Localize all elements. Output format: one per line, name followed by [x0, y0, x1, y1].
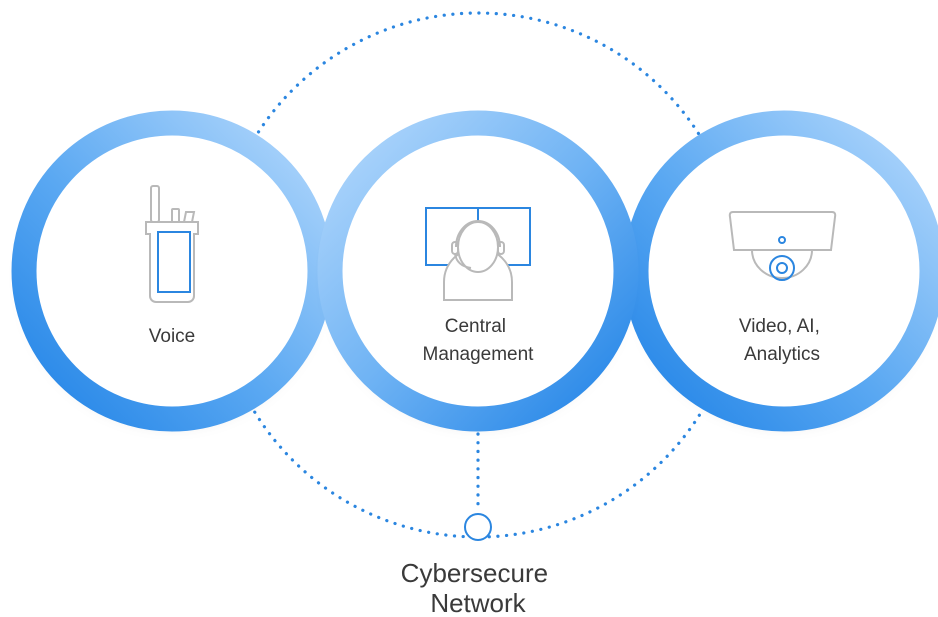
node-voice [11, 110, 333, 432]
voice-ring-fill [26, 125, 318, 417]
hub-label-line: Network [430, 588, 526, 617]
video-ring-fill [638, 125, 930, 417]
node-label-video: Video, AI, Analytics [739, 316, 825, 365]
hub-label: Cybersecure Network [401, 558, 556, 617]
network-hub-icon [464, 513, 492, 541]
node-label-line: Central [445, 316, 506, 337]
radio-handset-icon [145, 185, 199, 303]
node-label-line: Management [423, 344, 535, 365]
node-label-voice: Voice [149, 326, 195, 347]
operator-headset-icon [425, 207, 531, 301]
central-ring [317, 110, 639, 432]
hub-label-line: Cybersecure [401, 558, 548, 588]
node-label-central-management: Central Management [423, 316, 535, 365]
node-label-line: Analytics [744, 344, 820, 365]
node-label-line: Video, AI, [739, 316, 820, 337]
node-video [623, 110, 938, 432]
dome-camera-icon [728, 211, 837, 281]
